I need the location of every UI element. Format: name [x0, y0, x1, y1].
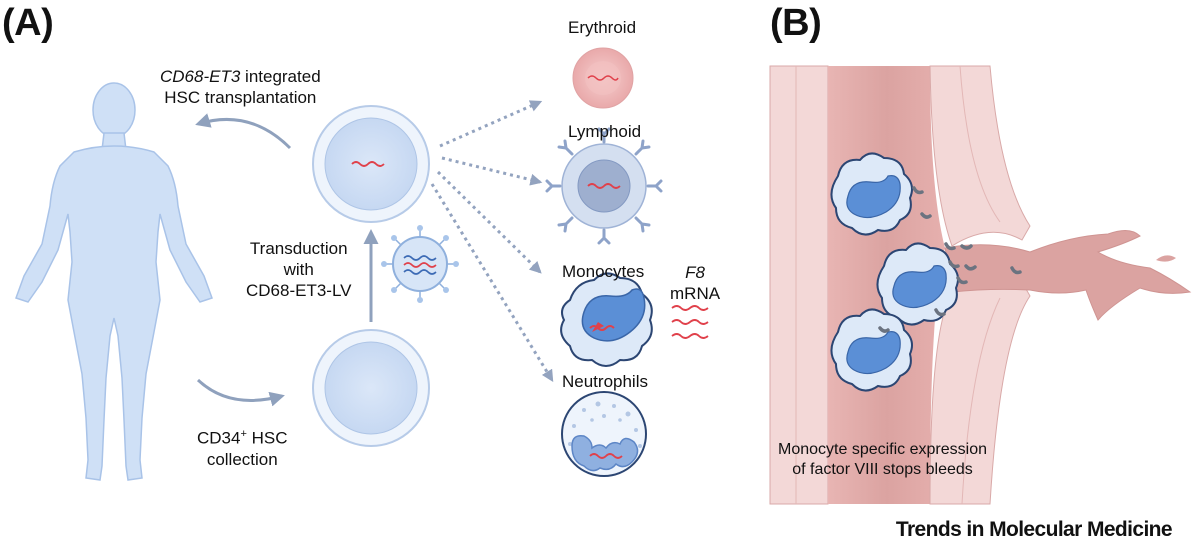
arrow-to-neutrophils [430, 183, 554, 383]
collection-sup: + [240, 428, 247, 440]
erythroid-cell [572, 47, 634, 109]
collection-label: CD34+ HSC collection [197, 424, 288, 470]
f8-gene: F8 [685, 263, 705, 282]
erythroid-label: Erythroid [568, 18, 637, 37]
transduction-line2: with [283, 260, 314, 279]
human-body-icon [15, 82, 213, 481]
vessel-monocyte-middle [876, 242, 959, 326]
collection-line2: collection [206, 449, 278, 469]
monocyte-cell [560, 272, 653, 367]
caption-line2: of factor VIII stops bleeds [792, 461, 973, 478]
blood-vessel [769, 65, 1192, 505]
transduction-line3: CD68-ET3-LV [246, 281, 352, 300]
neutrophil-cell [561, 391, 647, 477]
transduction-line1: Transduction [249, 239, 348, 258]
monocytes-label: Monocytes [562, 262, 645, 281]
caption-line1: Monocyte specific expression [778, 441, 987, 458]
transduction-label: Transduction with CD68-ET3-LV [246, 238, 352, 301]
f8-mrna-icon [671, 305, 709, 339]
transplant-gene: CD68-ET3 [160, 67, 241, 86]
lymphoid-cell [545, 127, 663, 245]
transplant-line2: HSC transplantation [164, 88, 317, 107]
neutrophils-label: Neutrophils [562, 372, 648, 391]
collection-hsc: HSC [246, 428, 288, 448]
transplantation-label: CD68-ET3 integrated HSC transplantation [160, 66, 321, 108]
transplantation-arrow [195, 113, 292, 150]
vessel-monocyte-bottom [830, 308, 913, 392]
transplant-word: integrated [240, 67, 321, 86]
arrow-to-lymphoid [441, 156, 543, 186]
collection-arrow [196, 378, 285, 407]
panel-b-caption: Monocyte specific expression of factor V… [778, 440, 987, 480]
transduced-hsc-cell [312, 105, 430, 223]
panel-a-letter: (A) [2, 2, 54, 44]
arrow-to-erythroid [439, 100, 543, 148]
vessel-monocyte-top [830, 152, 913, 236]
arrow-to-monocytes [436, 170, 542, 274]
factor-viii-particles [878, 186, 1022, 333]
collection-cd34: CD34 [197, 428, 241, 448]
lentivirus-icon [381, 225, 459, 303]
panel-b-letter: (B) [770, 2, 822, 44]
journal-logo: Trends in Molecular Medicine [895, 518, 1173, 541]
collected-hsc-cell [312, 329, 430, 447]
differentiation-arrows [430, 100, 554, 383]
f8-mrna-label: F8 mRNA [670, 262, 720, 304]
lymphoid-label: Lymphoid [568, 122, 642, 141]
f8-word: mRNA [670, 284, 721, 303]
